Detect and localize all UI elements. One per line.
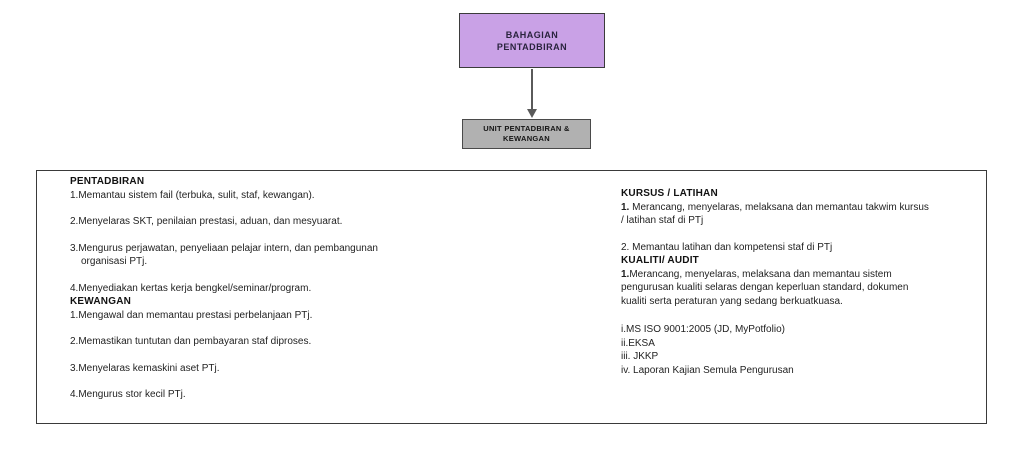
list-item: 2.Menyelaras SKT, penilaian prestasi, ad…	[70, 216, 343, 227]
left-column: PENTADBIRAN 1.Memantau sistem fail (terb…	[70, 175, 406, 402]
list-item: 1. Merancang, menyelaras, melaksana dan …	[621, 201, 933, 228]
section-kewangan: KEWANGAN 1.Mengawal dan memantau prestas…	[70, 295, 406, 402]
section-heading-pentadbiran: PENTADBIRAN	[70, 176, 145, 187]
bahagian-pentadbiran-box: BAHAGIAN PENTADBIRAN	[459, 13, 605, 68]
list-item: 1.Memantau sistem fail (terbuka, sulit, …	[70, 189, 315, 201]
roman-list-item: ii.EKSA	[621, 337, 655, 349]
right-column: KURSUS / LATIHAN 1. Merancang, menyelara…	[621, 187, 933, 377]
list-item: 1.Mengawal dan memantau prestasi perbela…	[70, 309, 313, 321]
item-text: Merancang, menyelaras, melaksana dan mem…	[621, 268, 909, 307]
unit-label-line1: UNIT PENTADBIRAN &	[483, 124, 570, 133]
bahagian-pentadbiran-label-line2: PENTADBIRAN	[496, 41, 568, 52]
section-kursus-latihan: KURSUS / LATIHAN 1. Merancang, menyelara…	[621, 187, 933, 254]
section-heading-kualiti-audit: KUALITI/ AUDIT	[621, 255, 699, 266]
list-item: 4.Menyediakan kertas kerja bengkel/semin…	[70, 282, 312, 294]
section-heading-kursus-latihan: KURSUS / LATIHAN	[621, 188, 718, 199]
item-text: Merancang, menyelaras, melaksana dan mem…	[621, 201, 929, 227]
item-number: 1.	[621, 268, 630, 280]
list-item: 3.Menyelaras kemaskini aset PTj.	[70, 362, 220, 374]
list-item: 3.Mengurus perjawatan, penyeliaan pelaja…	[70, 242, 378, 268]
functions-panel: PENTADBIRAN 1.Memantau sistem fail (terb…	[36, 170, 987, 424]
item-number: 1.	[621, 201, 630, 213]
unit-label-line2: KEWANGAN	[503, 134, 550, 143]
roman-list-item: i.MS ISO 9001:2005 (JD, MyPotfolio)	[621, 324, 785, 335]
roman-list-item: iii. JKKP	[621, 351, 659, 362]
connector-arrow-head-icon	[527, 109, 537, 118]
list-item: 2.Memastikan tuntutan dan pembayaran sta…	[70, 336, 312, 347]
list-item: 1.Merancang, menyelaras, melaksana dan m…	[621, 268, 933, 309]
section-heading-kewangan: KEWANGAN	[70, 296, 132, 307]
bahagian-pentadbiran-label-line1: BAHAGIAN	[505, 29, 559, 40]
section-pentadbiran: PENTADBIRAN 1.Memantau sistem fail (terb…	[70, 175, 406, 295]
list-item: 2. Memantau latihan dan kompetensi staf …	[621, 241, 833, 253]
roman-list-item: iv. Laporan Kajian Semula Pengurusan	[621, 364, 794, 376]
section-kualiti-audit: KUALITI/ AUDIT 1.Merancang, menyelaras, …	[621, 254, 933, 377]
connector-arrow-line	[531, 69, 533, 110]
list-item: 4.Mengurus stor kecil PTj.	[70, 389, 186, 400]
unit-pentadbiran-kewangan-box: UNIT PENTADBIRAN & KEWANGAN	[462, 119, 591, 149]
roman-list: i.MS ISO 9001:2005 (JD, MyPotfolio) ii.E…	[621, 323, 933, 377]
